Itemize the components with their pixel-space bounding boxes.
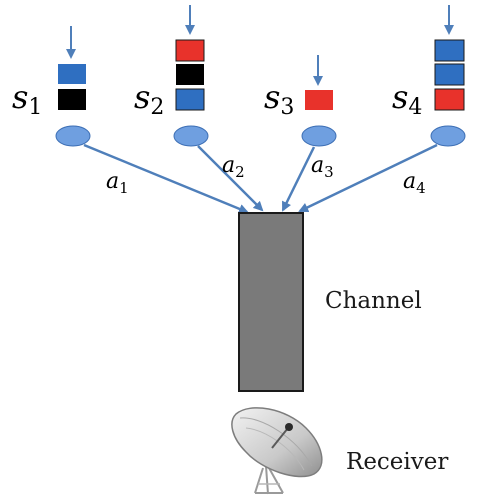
link-a1 <box>83 143 249 214</box>
source-label-s4: s4 <box>392 78 422 120</box>
packet-blue <box>434 39 465 62</box>
queue-s1 <box>58 64 86 110</box>
packet-red <box>175 39 205 62</box>
source-node-3 <box>301 125 337 147</box>
packet-blue <box>58 64 86 84</box>
receiver-label: Receiver <box>346 449 448 475</box>
link-label-a1: a1 <box>106 169 129 197</box>
source-nodes <box>55 125 466 147</box>
source-node-2 <box>173 125 209 147</box>
link-label-a2: a2 <box>222 153 245 181</box>
channel-block <box>238 212 304 392</box>
link-a4 <box>298 143 438 213</box>
queue-s4 <box>434 39 465 111</box>
packet-blue <box>175 88 205 111</box>
link-label-a4: a4 <box>403 169 426 197</box>
packet-red <box>434 88 465 111</box>
incoming-arrows <box>66 5 454 86</box>
source-label-s1: s1 <box>12 78 42 120</box>
source-node-1 <box>55 125 91 147</box>
queue-s2 <box>175 39 205 111</box>
link-label-a3: a3 <box>311 153 334 181</box>
satellite-dish-icon <box>231 407 323 495</box>
queue-s3 <box>305 90 333 110</box>
source-node-4 <box>430 125 466 147</box>
source-label-s3: s3 <box>264 78 294 120</box>
packet-black <box>58 89 86 110</box>
packet-black <box>176 64 204 85</box>
channel-label: Channel <box>325 288 422 314</box>
link-a2 <box>197 145 264 212</box>
link-a3 <box>281 146 316 212</box>
links <box>83 143 438 214</box>
source-label-s2: s2 <box>134 78 164 120</box>
packet-red <box>305 90 333 110</box>
packet-blue <box>434 63 465 86</box>
